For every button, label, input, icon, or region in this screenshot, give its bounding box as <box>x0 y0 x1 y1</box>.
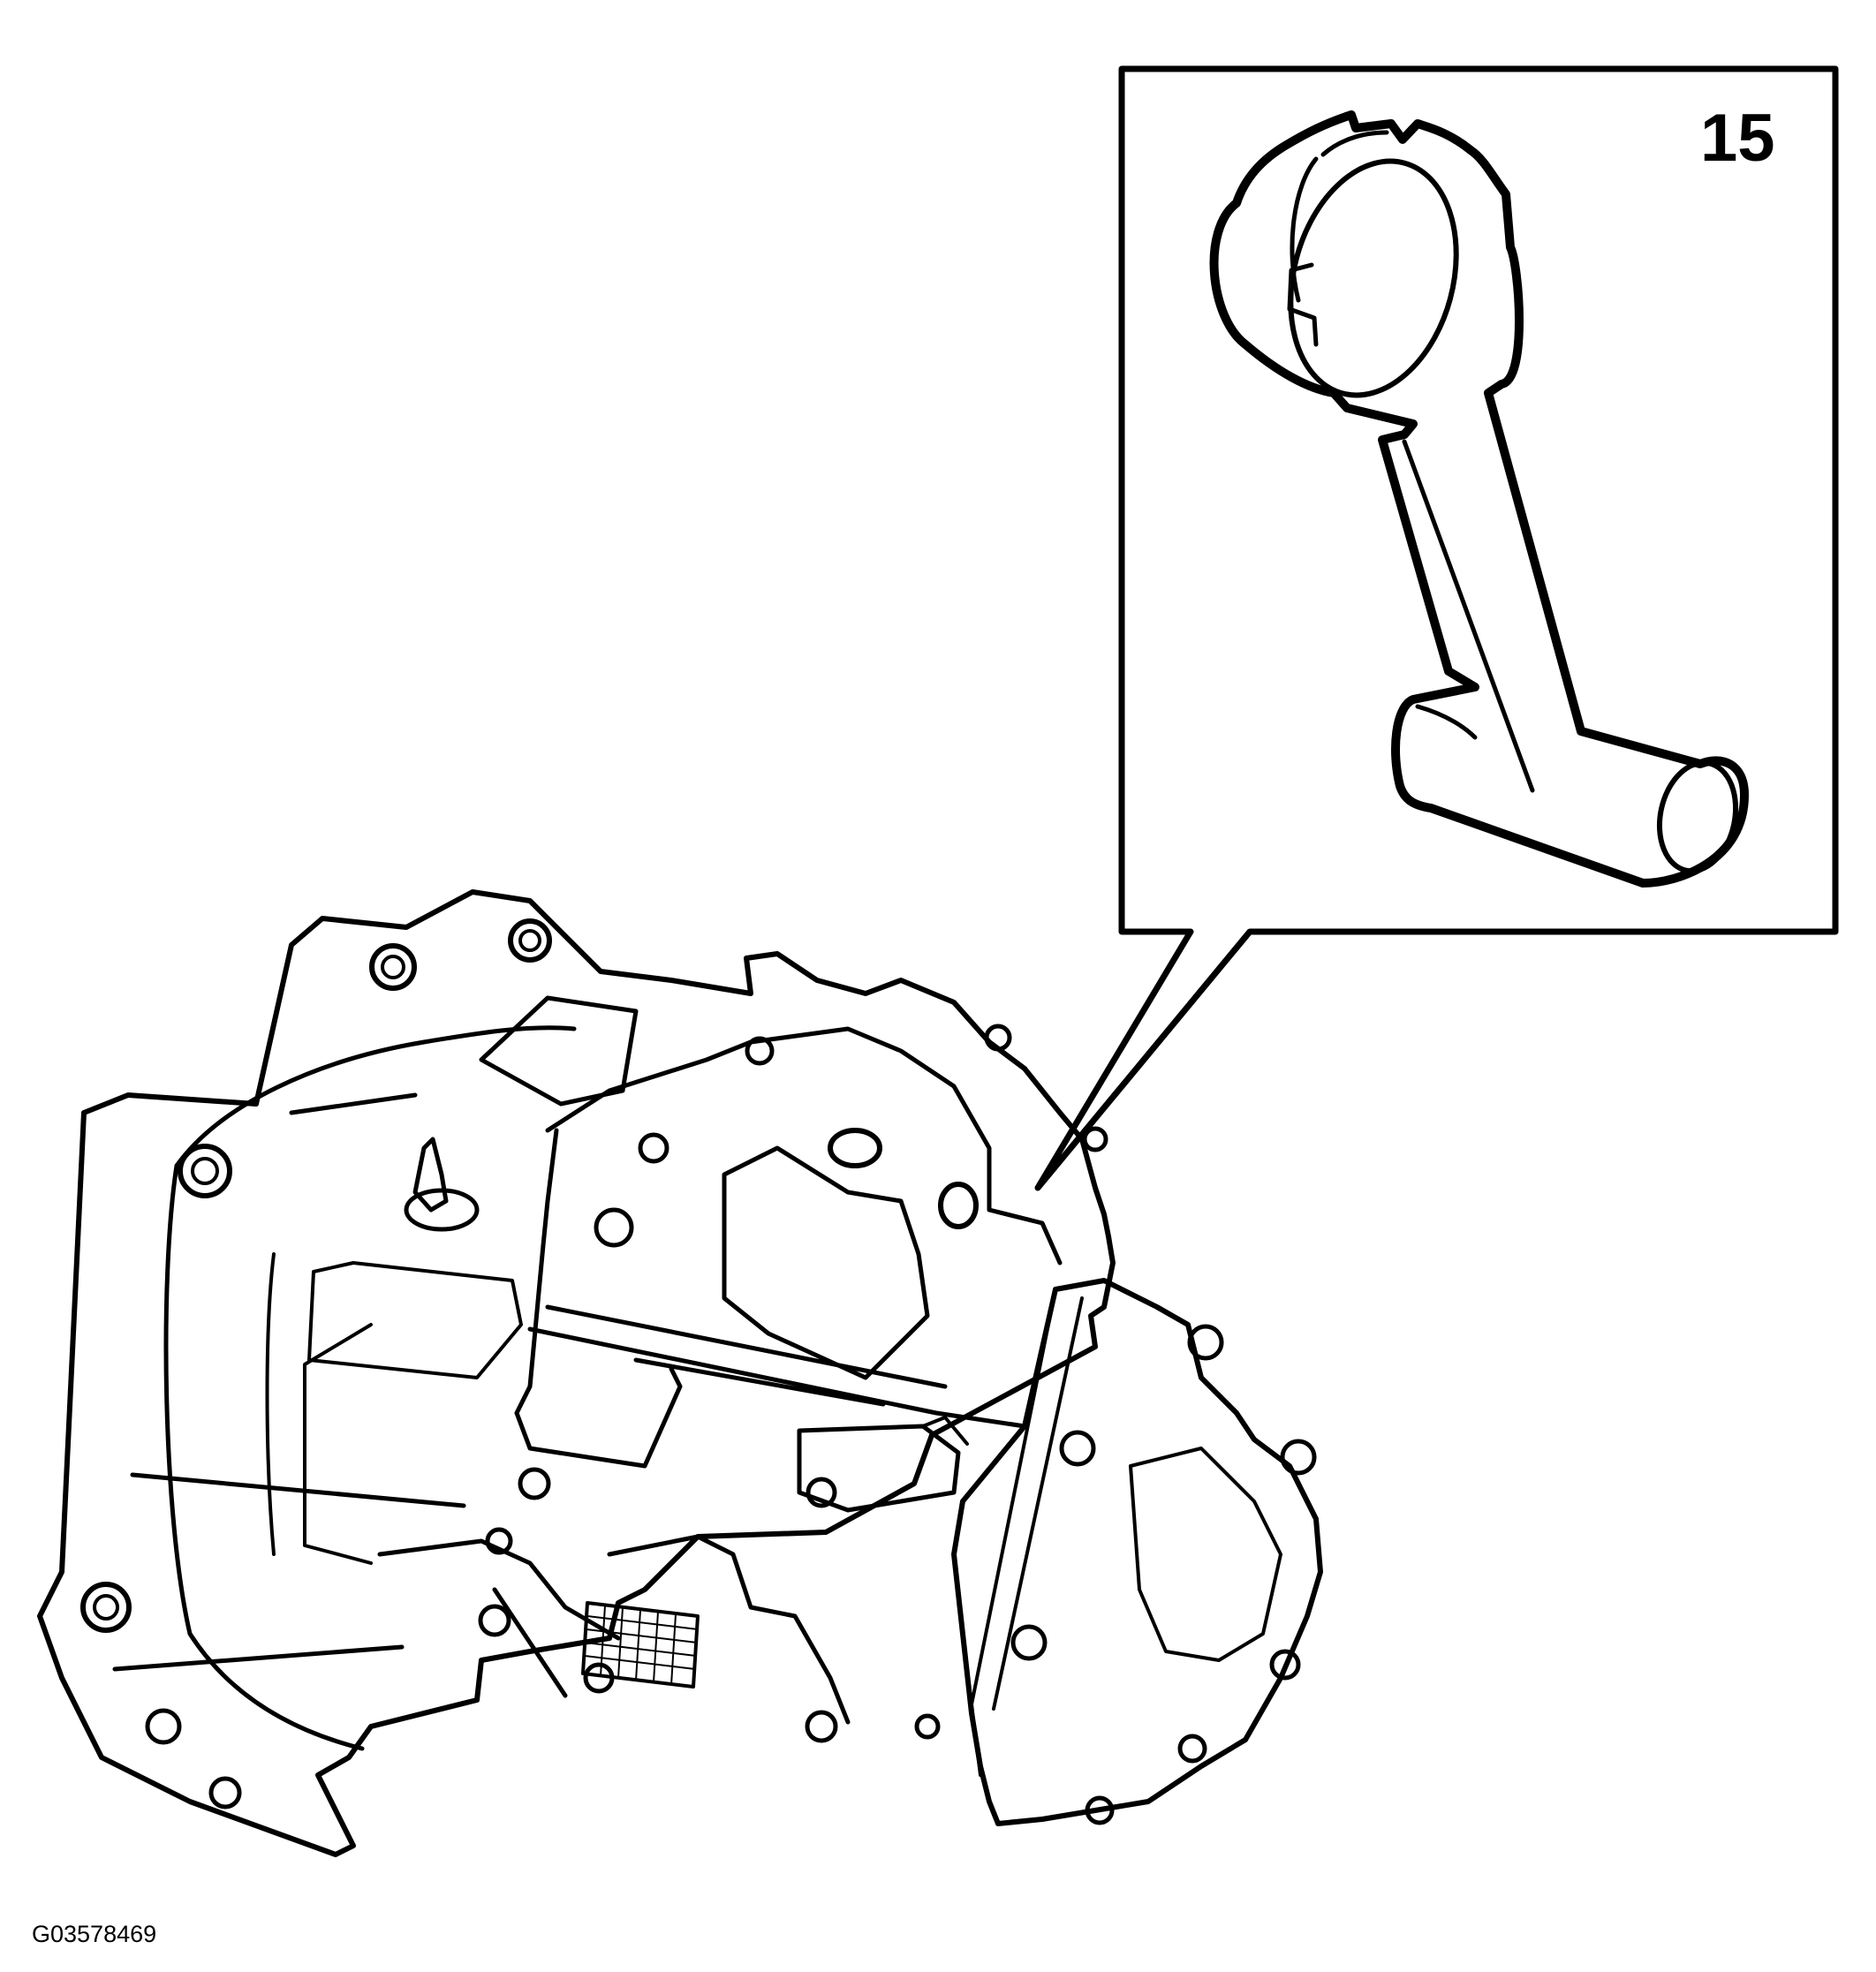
release-fork-drawing <box>1209 110 1749 888</box>
callout-number: 15 <box>1700 101 1775 176</box>
callout-frame <box>1034 65 1839 1191</box>
label-plate <box>581 1601 700 1689</box>
bolts <box>478 1024 1317 1825</box>
figure-code: G03578469 <box>32 1921 157 1947</box>
transmission-drawing <box>37 889 1323 1857</box>
